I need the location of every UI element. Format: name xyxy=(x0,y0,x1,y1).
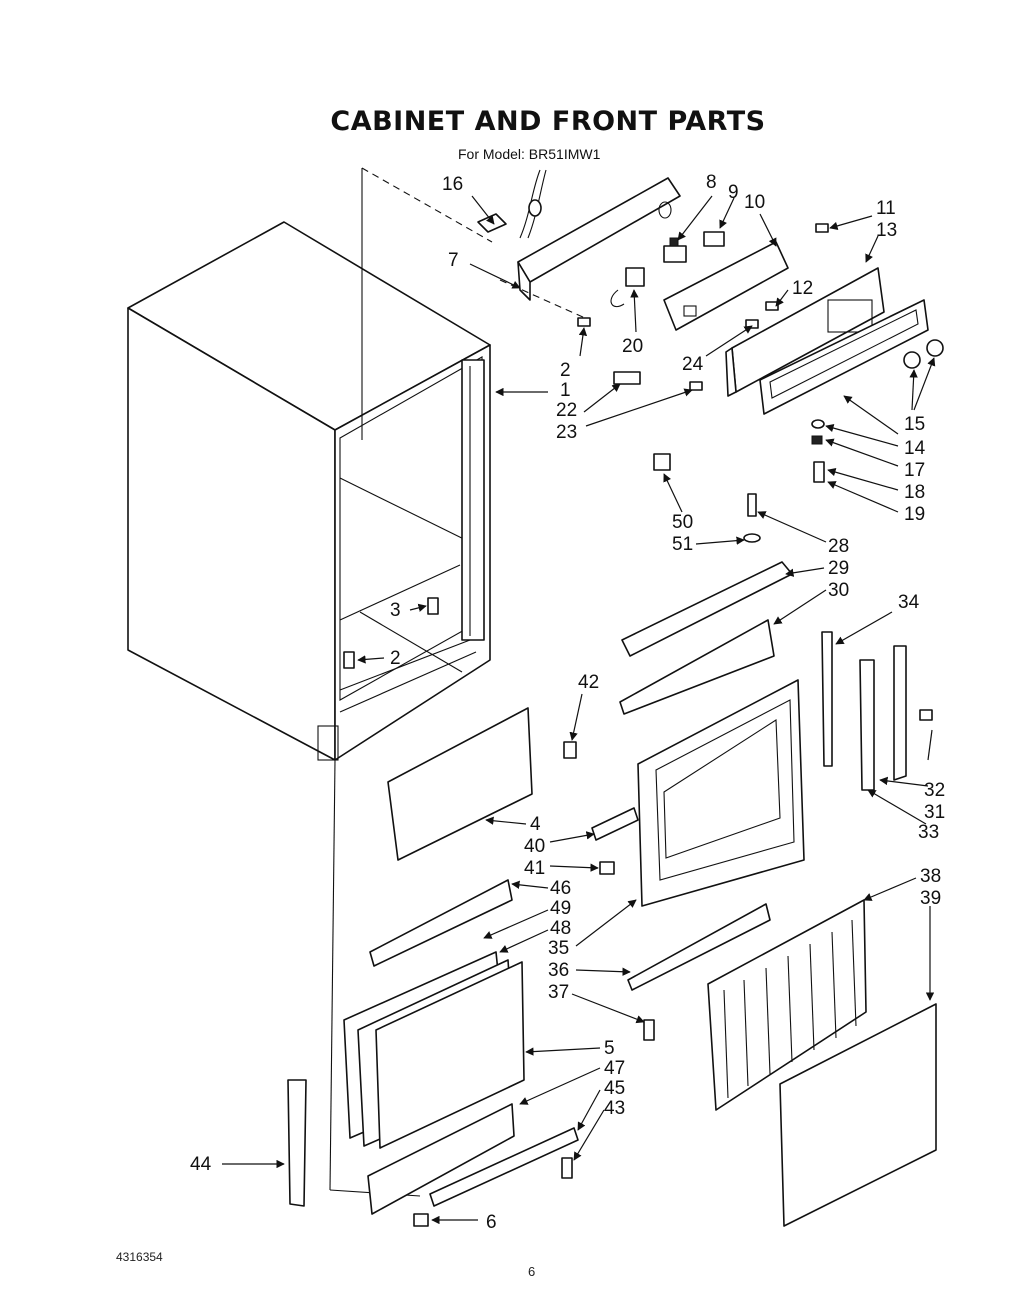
callout-20: 20 xyxy=(622,336,643,357)
document-number: 4316354 xyxy=(116,1250,163,1264)
callout-5: 5 xyxy=(604,1038,615,1059)
callout-38: 38 xyxy=(920,866,941,887)
screw-37 xyxy=(643,1019,655,1041)
callout-1: 1 xyxy=(560,380,571,401)
callout-36: 36 xyxy=(548,960,569,981)
callout-2-top: 2 xyxy=(560,360,571,381)
door-panels-5-48-49 xyxy=(343,951,525,1149)
callout-3: 3 xyxy=(390,600,401,621)
screw-6 xyxy=(413,1213,429,1227)
screw-42 xyxy=(563,741,577,759)
strip-31 xyxy=(859,659,875,791)
control-housing-13 xyxy=(725,267,885,397)
guide-line xyxy=(329,759,336,1191)
callout-51: 51 xyxy=(672,534,693,555)
screw-2-top xyxy=(577,317,591,327)
strip-33 xyxy=(893,645,907,781)
callout-24: 24 xyxy=(682,354,704,375)
page-number: 6 xyxy=(528,1264,536,1279)
guide-line xyxy=(361,167,493,243)
callout-31: 31 xyxy=(924,802,945,823)
screw-28 xyxy=(747,493,757,517)
strip-44 xyxy=(287,1079,307,1207)
strip-34 xyxy=(821,631,833,767)
screw-11 xyxy=(815,223,829,233)
callout-39: 39 xyxy=(920,888,941,909)
part-22 xyxy=(613,371,641,385)
screw-2-lower xyxy=(343,651,355,669)
rail-40 xyxy=(591,807,639,841)
part-50 xyxy=(653,453,671,471)
callout-50: 50 xyxy=(672,512,693,533)
callout-35: 35 xyxy=(548,938,569,959)
callout-6: 6 xyxy=(486,1212,497,1233)
rail-30 xyxy=(619,619,775,715)
callout-9: 9 xyxy=(728,182,739,203)
leader-lines xyxy=(222,195,936,1225)
callout-13: 13 xyxy=(876,220,897,241)
callout-29: 29 xyxy=(828,558,849,579)
callout-37: 37 xyxy=(548,982,569,1003)
bottom-grille-47 xyxy=(367,1103,515,1215)
callout-4: 4 xyxy=(530,814,541,835)
callout-32: 32 xyxy=(924,780,945,801)
screw-32 xyxy=(919,709,933,721)
callout-43: 43 xyxy=(604,1098,625,1119)
part-41 xyxy=(599,861,615,875)
switch-part-8 xyxy=(663,237,687,263)
control-plate-10 xyxy=(663,241,789,331)
callout-8: 8 xyxy=(706,172,717,193)
callout-11: 11 xyxy=(876,198,896,219)
callout-23: 23 xyxy=(556,422,577,443)
screw-24 xyxy=(745,319,759,329)
rail-36 xyxy=(627,903,771,991)
callout-7: 7 xyxy=(448,250,459,271)
callout-41: 41 xyxy=(524,858,545,879)
callout-40: 40 xyxy=(524,836,545,857)
door-frame xyxy=(637,679,805,907)
grille-38 xyxy=(707,899,867,1111)
callout-45: 45 xyxy=(604,1078,625,1099)
callout-48: 48 xyxy=(550,918,571,939)
callout-22: 22 xyxy=(556,400,577,421)
thermostat-20 xyxy=(610,267,645,308)
control-bracket xyxy=(499,177,681,319)
bolt-3 xyxy=(427,597,439,615)
callout-44: 44 xyxy=(190,1154,212,1175)
callout-42: 42 xyxy=(578,672,599,693)
callout-33: 33 xyxy=(918,822,939,843)
callout-2-lower: 2 xyxy=(390,648,401,669)
screw-43 xyxy=(561,1157,573,1179)
panel-39 xyxy=(779,1003,937,1227)
rail-45 xyxy=(429,1127,579,1207)
control-knobs-15 xyxy=(903,339,944,369)
rail-46 xyxy=(369,879,513,967)
callout-17: 17 xyxy=(904,460,925,481)
small-parts-17-19 xyxy=(811,419,825,483)
callout-16: 16 xyxy=(442,174,463,195)
callouts: 16 7 8 9 10 11 13 12 20 24 2 1 22 23 15 … xyxy=(190,172,945,1233)
callout-34: 34 xyxy=(898,592,920,613)
callout-30: 30 xyxy=(828,580,849,601)
panel-4 xyxy=(387,707,533,861)
model-subtitle: For Model: BR51IMW1 xyxy=(458,146,601,162)
callout-10: 10 xyxy=(744,192,765,213)
screw-23 xyxy=(689,381,703,391)
wire-harness xyxy=(477,169,547,239)
callout-15: 15 xyxy=(904,414,925,435)
callout-47: 47 xyxy=(604,1058,625,1079)
callout-49: 49 xyxy=(550,898,571,919)
callout-28: 28 xyxy=(828,536,849,557)
cabinet-body xyxy=(127,221,491,761)
washer-51 xyxy=(743,533,761,543)
callout-18: 18 xyxy=(904,482,925,503)
control-lens-14 xyxy=(759,299,929,415)
callout-14: 14 xyxy=(904,438,926,459)
callout-19: 19 xyxy=(904,504,925,525)
callout-46: 46 xyxy=(550,878,571,899)
page-title: CABINET AND FRONT PARTS xyxy=(330,106,766,137)
switch-part-9 xyxy=(703,231,725,247)
callout-12: 12 xyxy=(792,278,813,299)
